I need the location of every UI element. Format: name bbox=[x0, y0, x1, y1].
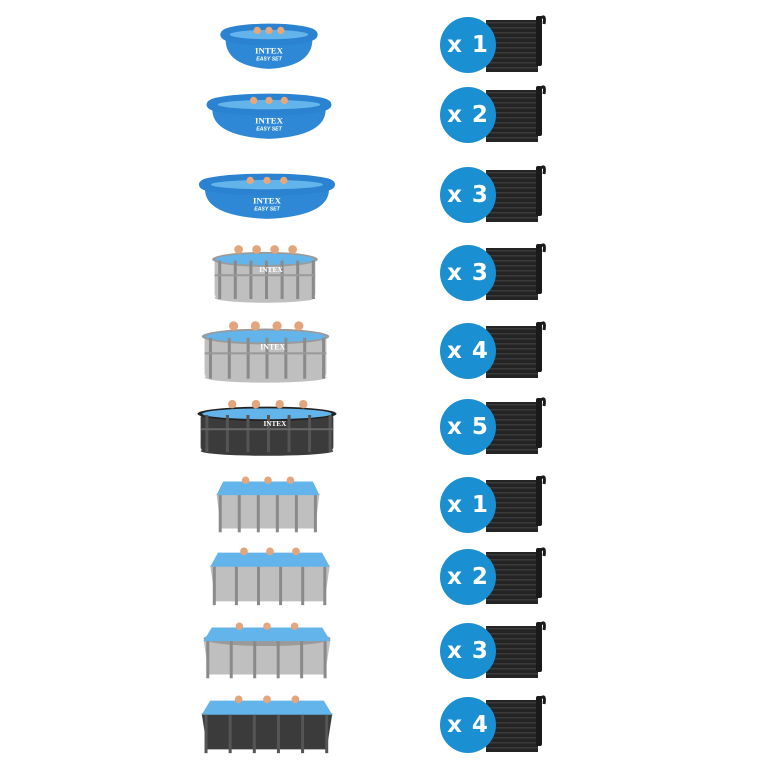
svg-text:INTEX: INTEX bbox=[255, 45, 284, 55]
quantity-badge: x 2 bbox=[440, 549, 496, 605]
pool-image: INTEX EASY SET bbox=[198, 173, 336, 219]
pool-image bbox=[203, 622, 331, 679]
quantity-badge: x 3 bbox=[440, 245, 496, 301]
pool-row: INTEX x 4 bbox=[0, 314, 768, 388]
pool-image: INTEX EASY SET bbox=[220, 23, 318, 69]
pool-row: INTEX EASY SET x 3 bbox=[0, 158, 768, 232]
quantity-badge: x 5 bbox=[440, 399, 496, 455]
pool-row: x 3 bbox=[0, 614, 768, 688]
quantity-badge: x 4 bbox=[440, 697, 496, 753]
svg-text:INTEX: INTEX bbox=[264, 420, 288, 428]
svg-text:EASY SET: EASY SET bbox=[256, 127, 282, 133]
quantity-badge: x 1 bbox=[440, 17, 496, 73]
quantity-badge: x 3 bbox=[440, 623, 496, 679]
quantity-badge: x 3 bbox=[440, 167, 496, 223]
svg-text:EASY SET: EASY SET bbox=[256, 57, 282, 63]
quantity-badge: x 1 bbox=[440, 477, 496, 533]
pool-row: x 4 bbox=[0, 688, 768, 762]
quantity-badge: x 2 bbox=[440, 87, 496, 143]
solar-mat-icon bbox=[486, 695, 546, 752]
pool-image: INTEX bbox=[201, 321, 330, 383]
pool-image bbox=[210, 547, 330, 606]
pool-row: x 2 bbox=[0, 540, 768, 614]
pool-image bbox=[216, 476, 320, 533]
svg-text:INTEX: INTEX bbox=[255, 115, 284, 125]
pool-image: INTEX EASY SET bbox=[206, 93, 332, 139]
solar-mat-icon bbox=[486, 165, 546, 222]
svg-text:INTEX: INTEX bbox=[260, 343, 285, 352]
pool-row: INTEX EASY SET x 1 bbox=[0, 8, 768, 82]
svg-text:INTEX: INTEX bbox=[253, 195, 282, 205]
pool-image: INTEX bbox=[197, 400, 337, 456]
quantity-badge: x 4 bbox=[440, 323, 496, 379]
pool-row: INTEX EASY SET x 2 bbox=[0, 78, 768, 152]
pool-row: x 1 bbox=[0, 468, 768, 542]
svg-text:EASY SET: EASY SET bbox=[254, 207, 280, 213]
pool-image bbox=[201, 695, 333, 754]
svg-text:INTEX: INTEX bbox=[259, 265, 283, 274]
solar-mat-icon bbox=[486, 397, 546, 454]
pool-row: INTEX x 3 bbox=[0, 236, 768, 310]
pool-row: INTEX x 5 bbox=[0, 390, 768, 464]
pool-image: INTEX bbox=[212, 245, 318, 303]
